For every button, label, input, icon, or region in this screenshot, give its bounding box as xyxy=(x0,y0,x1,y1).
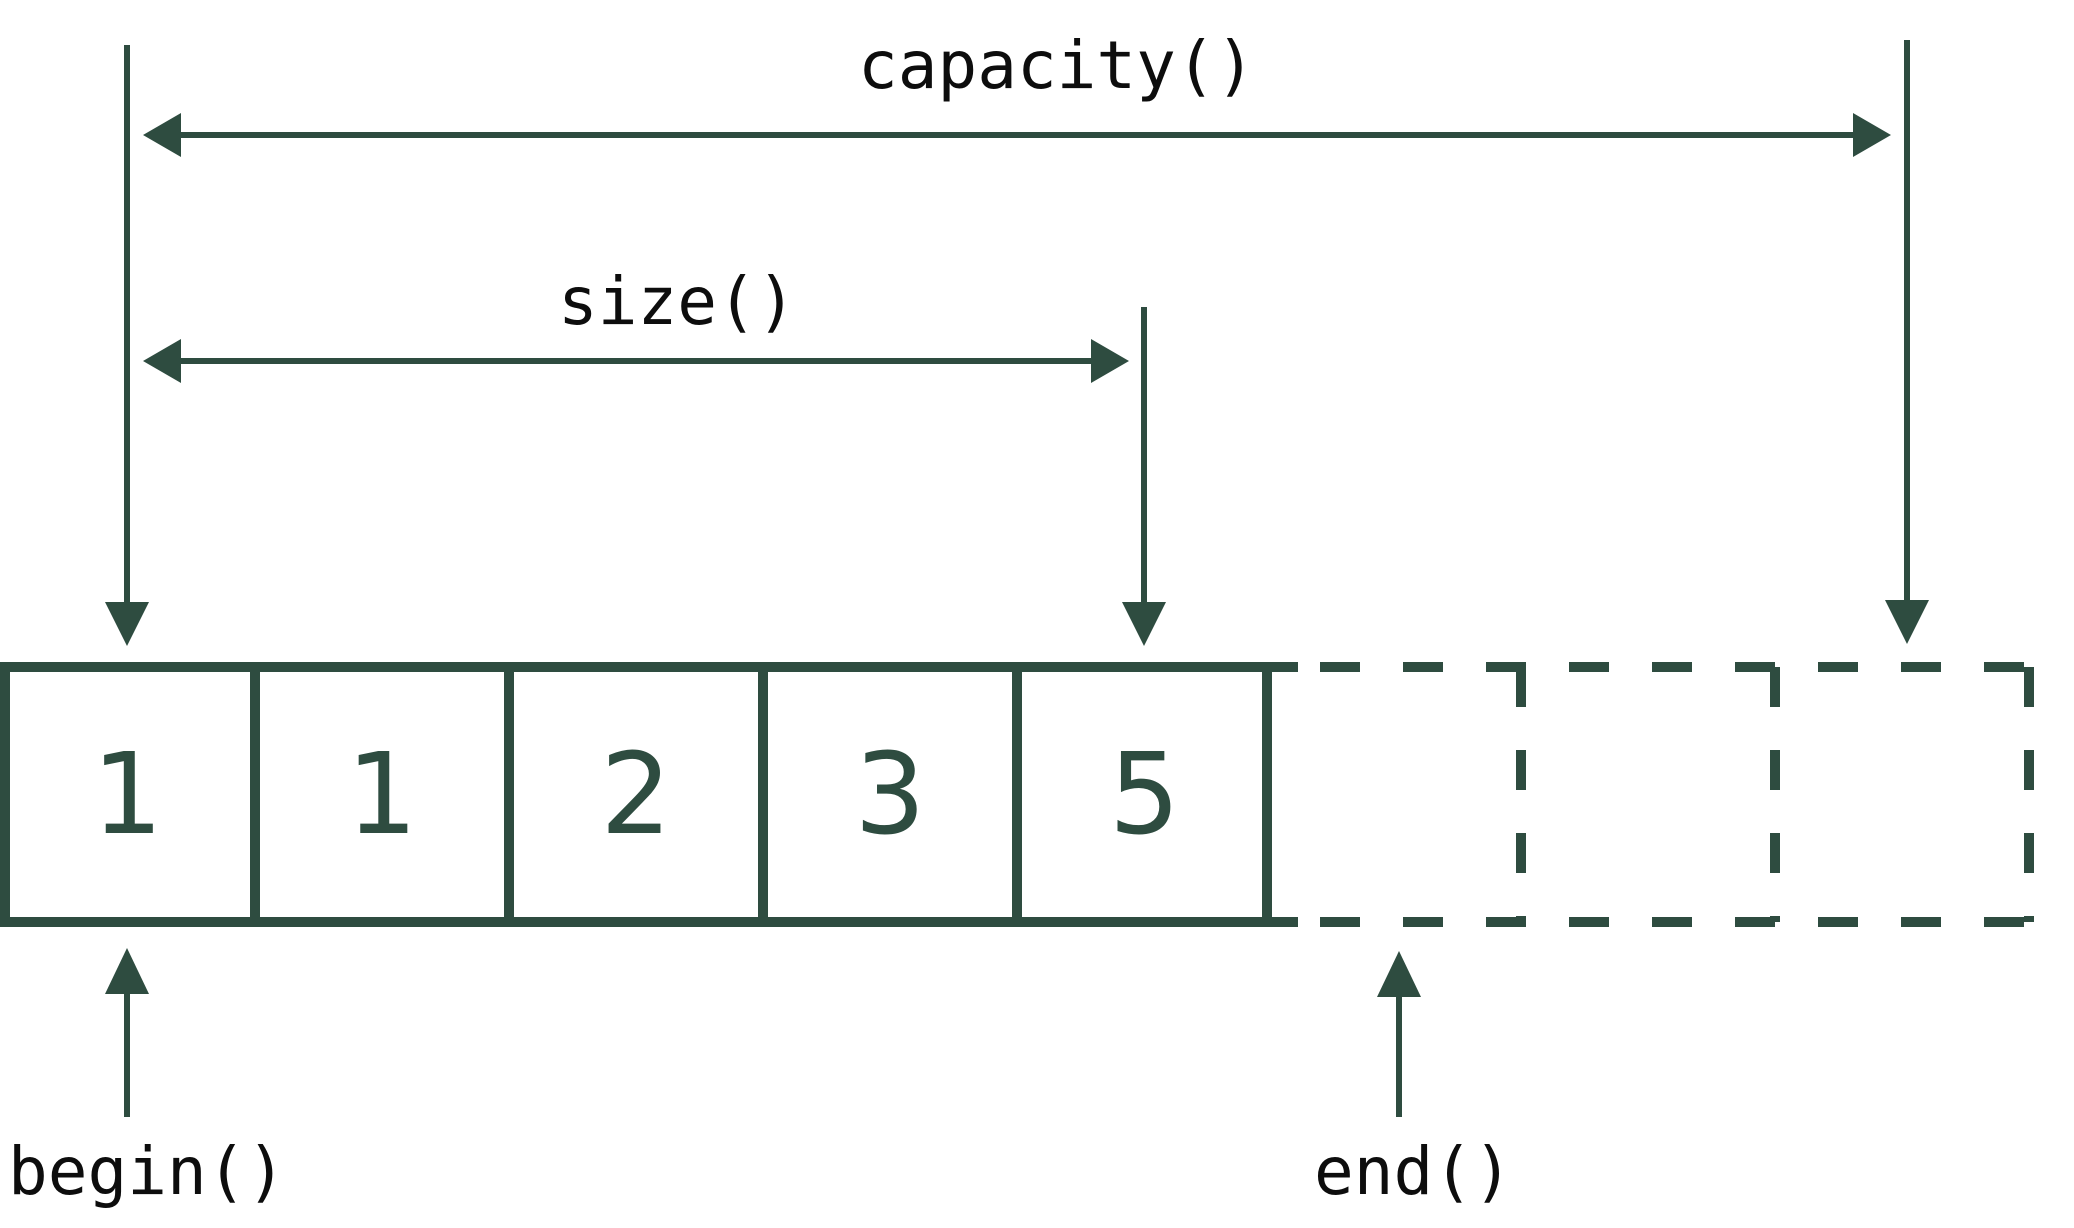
begin-up-arrowhead xyxy=(105,948,149,994)
capacity-left-arrowhead xyxy=(143,113,181,157)
vector-cells: 1 1 2 3 5 xyxy=(0,662,2034,927)
capacity-end-down-arrowhead xyxy=(1885,600,1929,644)
vector-cell-3: 3 xyxy=(763,662,1017,927)
cell-value: 3 xyxy=(854,729,926,860)
reserved-cell-5 xyxy=(1272,662,1526,927)
vector-cell-4: 5 xyxy=(1017,662,1272,927)
filled-cells-outline xyxy=(0,662,1272,927)
size-down-arrowhead xyxy=(1122,602,1166,646)
filled-cells-borders xyxy=(0,662,1298,927)
cell-value: 5 xyxy=(1108,729,1181,860)
arrowheads xyxy=(105,113,1929,997)
cell-value: 1 xyxy=(91,729,164,860)
cell-value: 1 xyxy=(346,729,418,860)
reserved-cell-6 xyxy=(1526,662,1780,927)
end-up-arrowhead xyxy=(1377,951,1421,997)
capacity-label: capacity() xyxy=(858,27,1256,104)
begin-label: begin() xyxy=(8,1133,287,1210)
size-left-arrowhead xyxy=(143,339,181,383)
vector-cell-2: 2 xyxy=(509,662,763,927)
cell-value: 2 xyxy=(600,729,672,860)
reserved-cells-borders xyxy=(1320,662,2034,927)
capacity-right-arrowhead xyxy=(1853,113,1891,157)
size-right-arrowhead xyxy=(1091,339,1129,383)
vector-cell-0: 1 xyxy=(0,662,255,927)
capacity-start-down-arrowhead xyxy=(105,602,149,646)
end-label: end() xyxy=(1314,1133,1513,1210)
vector-cell-1: 1 xyxy=(255,662,509,927)
size-label: size() xyxy=(558,263,797,340)
reserved-cell-7 xyxy=(1780,662,2034,927)
pointer-lines xyxy=(124,40,1910,1117)
